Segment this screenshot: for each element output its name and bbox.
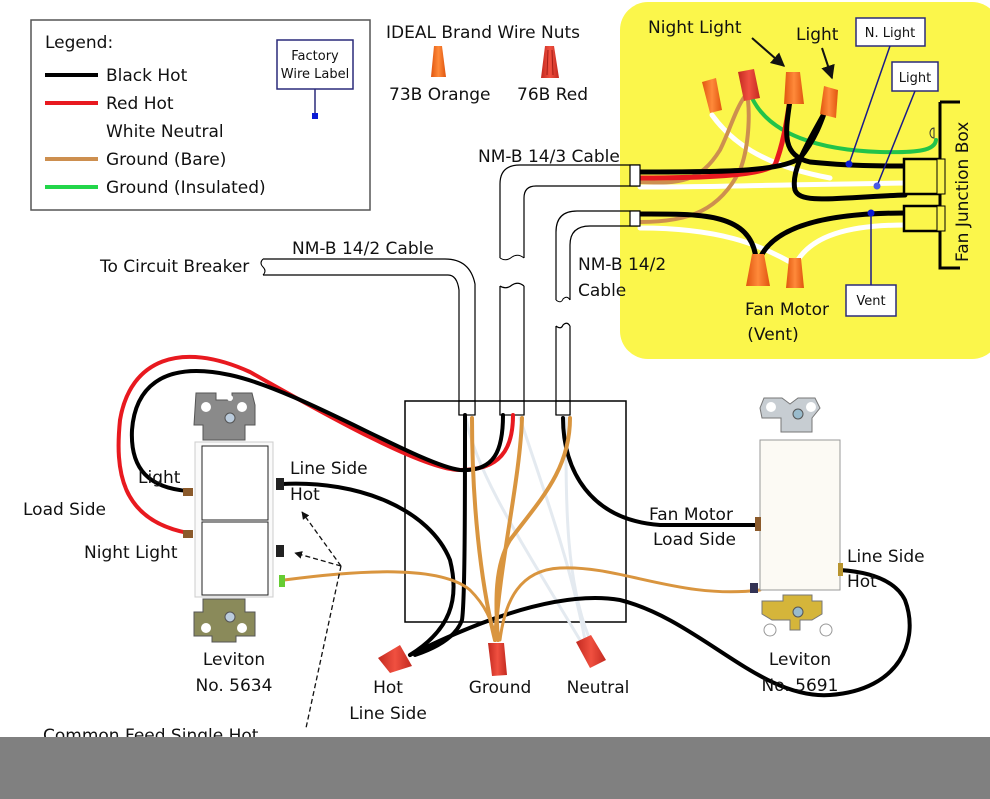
legend-item-red-hot: Red Hot: [45, 94, 174, 114]
switch-box: [404, 400, 627, 623]
neutral-nut-label: Neutral: [567, 678, 630, 698]
fan-motor-load-label: Fan Motor: [649, 505, 733, 525]
mounting-strap-top-icon: [193, 392, 256, 441]
wire-nuts-title: IDEAL Brand Wire Nuts: [386, 23, 580, 43]
legend-box: Legend: Black Hot Red Hot White Neutral …: [30, 19, 371, 211]
fan-area: Night Light Light Fan Motor (Vent) Fan J…: [620, 2, 990, 359]
right-switch-model: Leviton: [769, 650, 831, 670]
neutral-wire-nut-icon: [576, 635, 606, 668]
ground-nut-label: Ground: [469, 678, 532, 698]
fan-wire-nut-ground: [738, 69, 760, 101]
mounting-strap-top-icon: [759, 397, 821, 433]
wire-label-text: N. Light: [865, 26, 915, 41]
legend-item-white-neutral: White Neutral: [106, 122, 224, 142]
left-line-side-label: Line Side: [290, 459, 368, 479]
wire-label-light: Light: [873, 61, 939, 190]
wire-label-night-light: N. Light: [845, 17, 926, 168]
wire-nuts-key: IDEAL Brand Wire Nuts 73B Orange 76B Red: [386, 23, 588, 105]
screw-terminal-icon: [276, 545, 284, 557]
ground-screw-icon: [279, 575, 285, 587]
factory-wire-label-key: Factory Wire Label: [276, 39, 354, 119]
right-switch-leviton-5691: Fan Motor Load Side Line Side Hot Levito…: [649, 397, 925, 696]
wire-label-vent: Vent: [845, 209, 897, 317]
fan-junction-box: Fan Junction Box: [902, 100, 973, 270]
legend-label: White Neutral: [106, 122, 224, 142]
right-line-side-label: Line Side: [847, 547, 925, 567]
wire-nut-red-label: 76B Red: [517, 85, 588, 105]
fan-wire-nut-night-light: [784, 72, 804, 104]
mounting-strap-bottom-icon: [761, 594, 833, 637]
orange-wire-nut-icon: [431, 46, 446, 77]
left-night-light-label: Night Light: [84, 543, 178, 563]
fan-wire-nut-light: [820, 86, 838, 118]
factory-label-line1: Factory: [291, 49, 339, 64]
screw-terminal-icon: [183, 488, 193, 496]
ground-screw-icon: [750, 583, 758, 593]
fan-wire-nut-motor-white: [786, 258, 804, 288]
wire-label-text: Vent: [856, 294, 885, 309]
cable-14-3-label: NM-B 14/3 Cable: [478, 147, 620, 167]
marker-dot-icon: [873, 182, 881, 190]
screw-terminal-icon: [276, 478, 284, 490]
wire-label-text: Light: [899, 71, 931, 86]
mounting-strap-bottom-icon: [193, 598, 256, 643]
left-switch-leviton-5634: Light Load Side Night Light Line Side Ho…: [23, 392, 368, 696]
fan-motor-load-side-label: Load Side: [653, 530, 736, 550]
right-line-side-hot-label: Hot: [847, 572, 877, 592]
left-line-side-hot-label: Hot: [290, 485, 320, 505]
ground-wire-nut-icon: [488, 643, 507, 676]
light-label: Light: [796, 25, 839, 45]
fan-motor-vent-label: (Vent): [747, 325, 798, 345]
rocker-night-light[interactable]: [201, 521, 269, 596]
factory-label-line2: Wire Label: [281, 67, 349, 82]
right-switch-model-number: No. 5691: [762, 676, 839, 696]
legend-label: Black Hot: [106, 66, 188, 86]
to-circuit-breaker-label: To Circuit Breaker: [99, 257, 249, 277]
legend-title: Legend:: [45, 33, 113, 53]
fan-junction-box-label: Fan Junction Box: [953, 122, 973, 262]
legend-label: Ground (Bare): [106, 150, 226, 170]
common-feed-arrows: [294, 511, 342, 729]
cable-14-2-fan-label-line2: Cable: [578, 281, 626, 301]
wire-nut-orange-label: 73B Orange: [389, 85, 491, 105]
fan-wire-nut-motor-black: [746, 254, 770, 286]
marker-dot-icon: [867, 209, 875, 217]
decora-rocker[interactable]: [759, 439, 841, 591]
left-switch-model-number: No. 5634: [196, 676, 273, 696]
bottom-overlay-bar: [0, 737, 990, 799]
hot-nut-label-line2: Line Side: [349, 704, 427, 724]
cable-14-2-fan: NM-B 14/2 Cable: [555, 210, 666, 416]
factory-marker-icon: [312, 113, 318, 119]
red-wire-nut-icon: [541, 46, 559, 78]
screw-terminal-icon: [755, 517, 761, 531]
fan-motor-label: Fan Motor: [745, 300, 829, 320]
cable-14-3: NM-B 14/3 Cable: [478, 147, 641, 416]
rocker-light[interactable]: [201, 445, 269, 521]
screw-terminal-icon: [838, 563, 843, 576]
legend-item-ground-bare: Ground (Bare): [45, 150, 226, 170]
night-light-label: Night Light: [648, 18, 742, 38]
cable-14-2-breaker: NM-B 14/2 Cable To Circuit Breaker: [99, 239, 476, 416]
marker-dot-icon: [845, 160, 853, 168]
fan-wire-nut-white: [702, 78, 722, 113]
hot-wire-nut-icon: [378, 645, 412, 673]
legend-item-ground-insulated: Ground (Insulated): [45, 178, 266, 198]
legend-item-black-hot: Black Hot: [45, 66, 188, 86]
cable-14-2-breaker-label: NM-B 14/2 Cable: [292, 239, 434, 259]
hot-nut-label: Hot: [373, 678, 403, 698]
load-side-label: Load Side: [23, 500, 106, 520]
screw-terminal-icon: [183, 530, 193, 538]
left-light-label: Light: [138, 468, 181, 488]
left-switch-model: Leviton: [203, 650, 265, 670]
legend-label: Ground (Insulated): [106, 178, 266, 198]
legend-label: Red Hot: [106, 94, 174, 114]
cable-14-2-fan-label-line1: NM-B 14/2: [578, 255, 666, 275]
